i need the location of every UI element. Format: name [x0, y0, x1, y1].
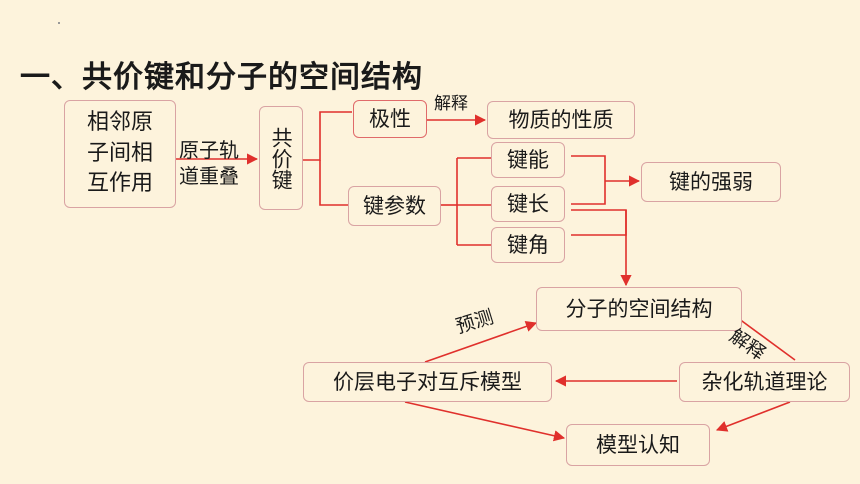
node-bond-angle: 键角 — [491, 227, 565, 263]
arrow-hybrid-model — [715, 401, 791, 432]
branch-covalent-lower — [319, 160, 348, 206]
node-bond-length-label: 键长 — [507, 191, 549, 216]
node-interaction-label: 相邻原子间相互作用 — [86, 109, 153, 197]
node-bond-params: 键参数 — [348, 186, 441, 226]
node-interaction: 相邻原子间相互作用 — [64, 100, 176, 208]
node-molecular-structure: 分子的空间结构 — [536, 287, 742, 331]
node-bond-length: 键长 — [491, 186, 565, 222]
node-molecular-structure-label: 分子的空间结构 — [565, 296, 713, 321]
node-hybrid-orbital: 杂化轨道理论 — [679, 362, 850, 402]
arrow-vsepr-model — [404, 401, 566, 442]
edge-label-explain-top: 解释 — [434, 94, 468, 114]
branch-covalent — [303, 111, 352, 161]
arrow-predict — [424, 321, 538, 363]
node-covalent-bond-label: 共价键 — [269, 126, 294, 190]
decorative-dot — [58, 22, 60, 24]
bracket-structure — [571, 209, 627, 236]
node-polarity-label: 极性 — [369, 106, 411, 131]
node-model-cognition: 模型认知 — [566, 424, 710, 466]
node-model-cognition-label: 模型认知 — [596, 432, 680, 457]
node-bond-strength: 键的强弱 — [641, 162, 781, 202]
edge-label-overlap: 原子轨道重叠 — [179, 138, 239, 188]
node-hybrid-orbital-label: 杂化轨道理论 — [701, 369, 828, 394]
node-bond-energy-label: 键能 — [507, 147, 549, 172]
node-vsepr-label: 价层电子对互斥模型 — [333, 369, 522, 394]
node-vsepr: 价层电子对互斥模型 — [303, 362, 552, 402]
node-substance-properties-label: 物质的性质 — [508, 107, 614, 132]
node-bond-params-label: 键参数 — [363, 193, 426, 218]
node-covalent-bond: 共价键 — [259, 106, 303, 210]
node-substance-properties: 物质的性质 — [487, 101, 635, 139]
node-bond-energy: 键能 — [491, 142, 565, 178]
bracket-strength — [571, 155, 606, 205]
node-bond-angle-label: 键角 — [507, 232, 549, 257]
node-polarity: 极性 — [353, 100, 427, 138]
page-title: 一、共价键和分子的空间结构 — [20, 60, 423, 95]
node-bond-strength-label: 键的强弱 — [669, 169, 753, 194]
